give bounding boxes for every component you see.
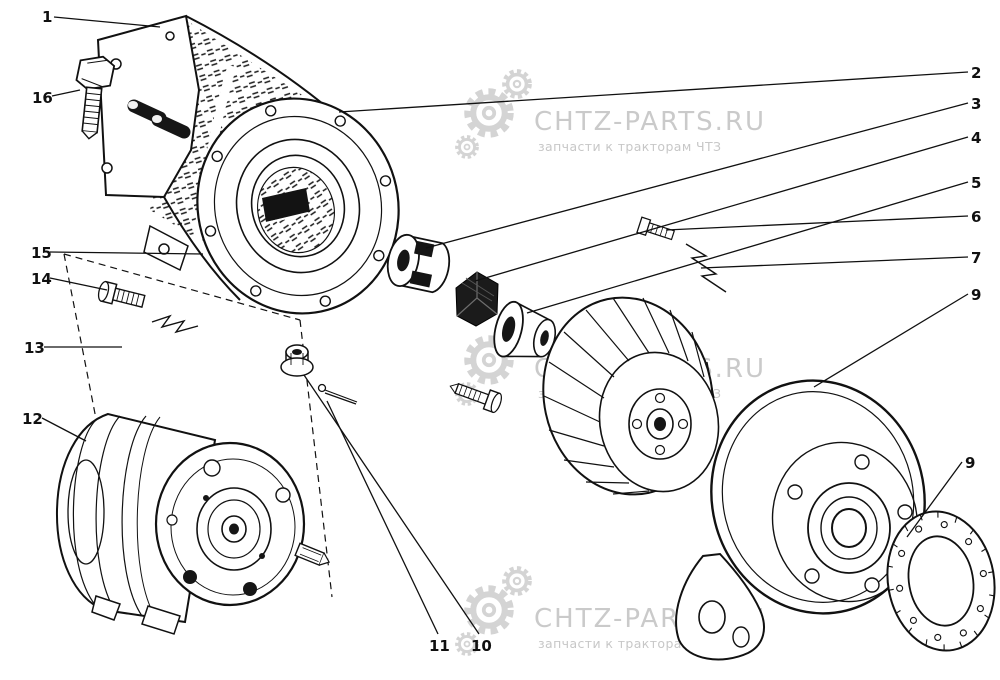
part-pin-11	[317, 383, 358, 405]
callout-2: 2	[971, 64, 981, 82]
gear-icon	[470, 94, 509, 133]
gear-icon	[470, 591, 509, 630]
part-generator-12	[55, 412, 330, 635]
part-coupling-3	[386, 233, 451, 294]
callout-9b: 9	[965, 454, 975, 472]
callout-9a: 9	[971, 286, 981, 304]
callout-12: 12	[22, 410, 43, 428]
part-bolt-16	[75, 55, 116, 140]
part-fan-7	[542, 296, 720, 496]
callout-labels: 1 2 3 4 5 6 7 9 9 10 11 12 13 14 15 16	[22, 8, 981, 655]
callout-13: 13	[24, 339, 45, 357]
part-sleeve-5	[493, 300, 557, 358]
callout-16: 16	[32, 89, 53, 107]
watermark-brand: CHTZ-PARTS.RU	[534, 107, 766, 137]
watermark-subtitle: запчасти к тракторам ЧТЗ	[538, 139, 721, 154]
part-generator-frame	[96, 14, 400, 315]
gear-icon	[505, 569, 528, 592]
gear-icon	[458, 138, 477, 157]
part-lockwire-7	[685, 243, 727, 293]
part-screw-coupling	[449, 382, 502, 414]
callout-4: 4	[971, 129, 981, 147]
callout-10: 10	[471, 637, 492, 655]
leader-lines	[41, 16, 969, 635]
callout-5: 5	[971, 174, 981, 192]
watermark-subtitle: запчасти к тракторам ЧТЗ	[538, 636, 721, 651]
part-lockwire-15	[151, 314, 199, 334]
watermark-top: CHTZ-PARTS.RU запчасти к тракторам ЧТЗ	[458, 72, 766, 157]
gear-icon	[505, 72, 528, 95]
callout-14: 14	[31, 270, 52, 288]
callout-3: 3	[971, 95, 981, 113]
watermark-bottom: CHTZ-PARTS.RU запчасти к тракторам ЧТЗ	[458, 569, 764, 653]
part-gasket-9	[886, 510, 996, 652]
callout-11: 11	[429, 637, 450, 655]
callout-1: 1	[42, 8, 52, 26]
part-pulley-9	[675, 379, 926, 661]
callout-6: 6	[971, 208, 981, 226]
callout-15: 15	[31, 244, 52, 262]
part-bolt-14	[97, 280, 146, 308]
part-nut-10	[280, 344, 314, 377]
callout-7: 7	[971, 249, 981, 267]
